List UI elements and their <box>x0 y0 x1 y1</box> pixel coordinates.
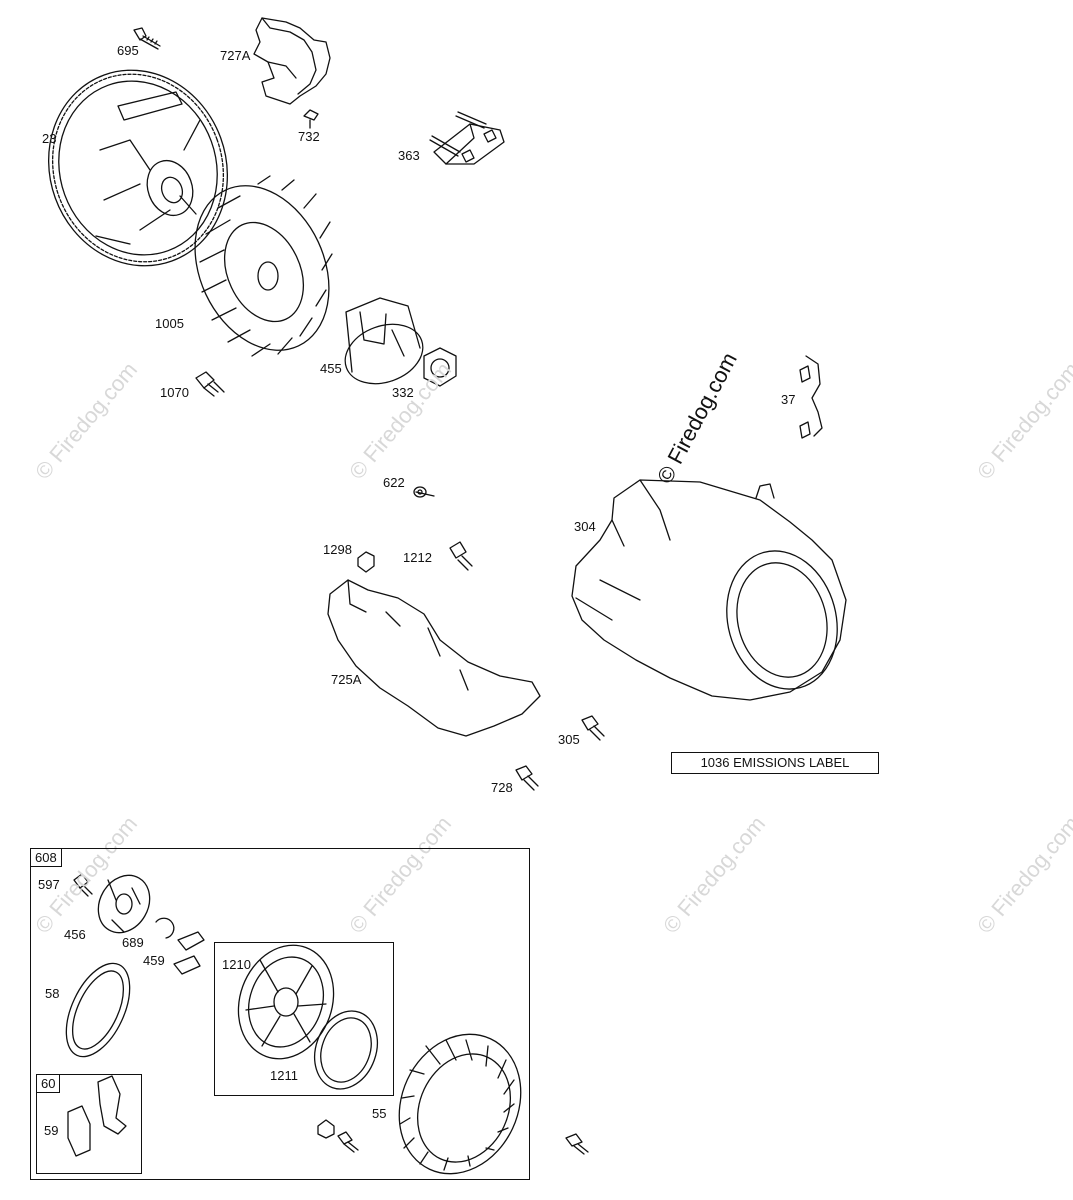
starter-cup-455-drawing <box>344 297 424 385</box>
part-label-727a: 727A <box>220 48 251 63</box>
part-label-455: 455 <box>320 361 342 376</box>
blower-housing-304-drawing <box>571 479 847 701</box>
part-label-689: 689 <box>122 935 144 950</box>
stud-1212-drawing <box>449 541 473 571</box>
part-label-305: 305 <box>558 732 580 747</box>
baffle-725a-drawing <box>327 579 541 737</box>
pawls-459-drawing <box>173 931 205 975</box>
bolt-305-drawing <box>581 715 605 741</box>
spring-58-drawing <box>65 962 131 1058</box>
part-label-1070: 1070 <box>160 385 189 400</box>
leader-lines <box>415 491 435 497</box>
bolt-695-drawing <box>133 27 161 50</box>
shroud-727a-drawing <box>253 17 331 105</box>
part-label-1210: 1210 <box>222 957 251 972</box>
nut-1298-drawing <box>357 551 375 573</box>
part-label-1005: 1005 <box>155 316 184 331</box>
part-label-1298: 1298 <box>323 542 352 557</box>
flywheel-23-drawing <box>47 69 229 267</box>
part-label-363: 363 <box>398 148 420 163</box>
part-label-459: 459 <box>143 953 165 968</box>
nut-332-drawing <box>423 347 457 387</box>
ring-689-drawing <box>155 917 175 939</box>
part-label-304: 304 <box>574 519 596 534</box>
part-label-58: 58 <box>45 986 60 1001</box>
group-box-608: 608 <box>30 848 530 1180</box>
handle-59-drawing <box>67 1075 127 1157</box>
pulley-1210-drawing <box>237 944 335 1060</box>
part-label-732: 732 <box>298 129 320 144</box>
bolt-728-drawing <box>515 765 539 791</box>
screw-597-drawing <box>73 873 93 897</box>
part-label-597: 597 <box>38 877 60 892</box>
group-label-608: 608 <box>31 849 62 867</box>
part-label-1211: 1211 <box>270 1068 298 1083</box>
bracket-363-drawing <box>429 111 505 165</box>
part-label-622: 622 <box>383 475 405 490</box>
spring-1211-drawing <box>314 1010 378 1090</box>
retainer-456-drawing <box>97 874 151 934</box>
part-label-728: 728 <box>491 780 513 795</box>
screw-732-drawing <box>303 109 319 129</box>
part-label-1212: 1212 <box>403 550 432 565</box>
group-box-1210 <box>214 942 394 1096</box>
part-label-695: 695 <box>117 43 139 58</box>
part-label-456: 456 <box>64 927 86 942</box>
fan-1005-drawing <box>194 175 333 357</box>
part-label-23: 23 <box>42 131 57 146</box>
part-label-725a: 725A <box>331 672 362 687</box>
emissions-label-box: 1036 EMISSIONS LABEL <box>671 752 879 774</box>
housing-55-drawing <box>398 1033 522 1175</box>
part-label-55: 55 <box>372 1106 387 1121</box>
group-label-60: 60 <box>37 1075 61 1093</box>
bolt-1070-drawing <box>195 371 225 397</box>
part-label-59: 59 <box>44 1123 59 1138</box>
clip-37-drawing <box>799 355 823 439</box>
part-label-37: 37 <box>781 392 796 407</box>
group-box-60: 60 <box>36 1074 142 1174</box>
part-label-332: 332 <box>392 385 414 400</box>
bolts-bottom-drawing <box>317 1119 589 1155</box>
